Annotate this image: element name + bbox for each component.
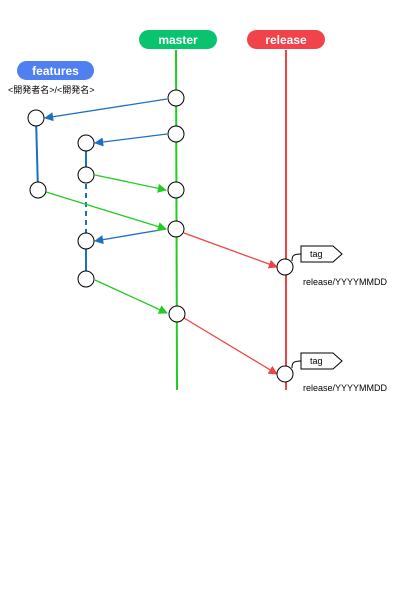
tag-label: tag bbox=[310, 356, 323, 366]
commit-node bbox=[77, 270, 95, 288]
commit-node bbox=[27, 109, 45, 127]
merge-to-master-arrow bbox=[94, 174, 167, 193]
release-arrow bbox=[183, 317, 278, 375]
commit-node bbox=[77, 232, 95, 250]
features-label: features bbox=[32, 64, 79, 78]
commit-node bbox=[167, 89, 185, 107]
commit-node bbox=[276, 258, 294, 276]
master-pill bbox=[139, 30, 217, 49]
features-pill bbox=[17, 61, 94, 80]
branch-out-arrow bbox=[94, 133, 168, 147]
release-branch-header: release bbox=[247, 30, 325, 49]
release-tag-2: tag release/YYYYMMDD bbox=[291, 352, 388, 393]
merge-to-master-arrow bbox=[45, 191, 167, 231]
tag-connector bbox=[291, 360, 302, 369]
release-name: release/YYYYMMDD bbox=[303, 277, 388, 287]
features-branch-header: features bbox=[17, 61, 94, 80]
branch-out-arrow bbox=[94, 228, 167, 245]
commit-node bbox=[77, 166, 95, 184]
commit-node bbox=[167, 220, 185, 238]
feature-a-line bbox=[35, 117, 39, 191]
commit-node bbox=[167, 181, 185, 199]
branch-out-arrow bbox=[44, 98, 168, 122]
release-tag-1: tag release/YYYYMMDD bbox=[291, 245, 388, 287]
commit-node bbox=[29, 181, 47, 199]
master-line bbox=[175, 49, 178, 391]
master-label: master bbox=[158, 33, 198, 47]
master-branch-header: master bbox=[139, 30, 217, 49]
commit-node bbox=[77, 134, 95, 152]
features-subtitle: <開発者名>/<開発名> bbox=[8, 84, 95, 95]
commit-node bbox=[276, 365, 294, 383]
release-name: release/YYYYMMDD bbox=[303, 383, 388, 393]
tag-label: tag bbox=[310, 249, 323, 259]
tag-connector bbox=[291, 253, 302, 262]
commit-node bbox=[167, 125, 185, 143]
tag-flag-icon bbox=[300, 245, 343, 263]
release-arrow bbox=[183, 232, 278, 269]
commit-node bbox=[168, 305, 186, 323]
merge-to-master-arrow bbox=[94, 279, 168, 314]
release-pill bbox=[247, 30, 325, 49]
release-label: release bbox=[265, 33, 307, 47]
tag-flag-icon bbox=[300, 352, 343, 370]
